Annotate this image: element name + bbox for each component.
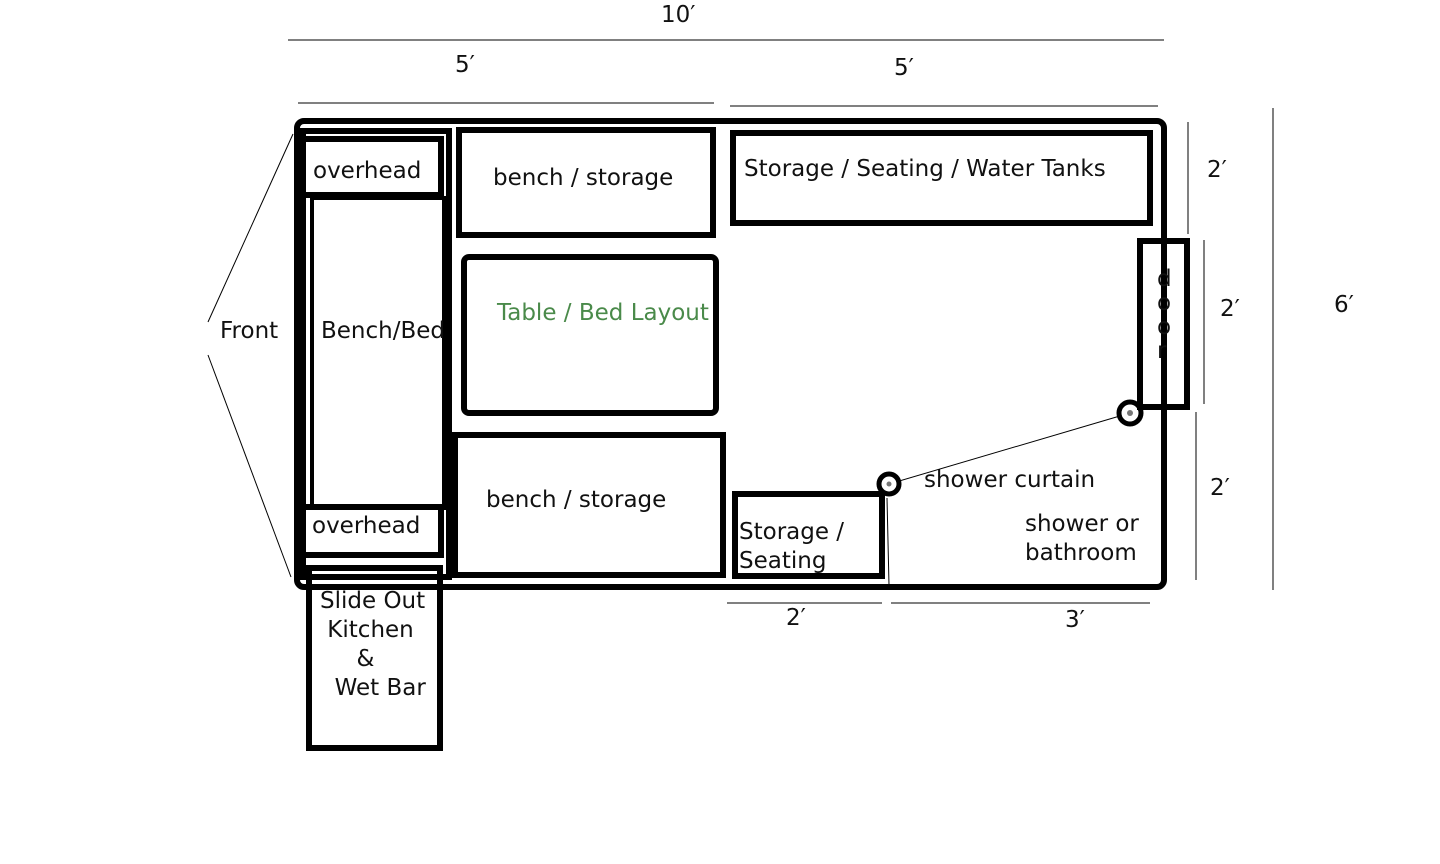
front-taper-bottom [207, 354, 292, 578]
dim-overall-length: 10′ [661, 2, 696, 28]
dim-overall-width: 6′ [1334, 292, 1354, 318]
storage-water-tanks-label: Storage / Seating / Water Tanks [744, 156, 1106, 182]
bench-bed-box [300, 128, 452, 580]
front-taper-top [207, 133, 294, 323]
dim-side-top: 2′ [1207, 157, 1227, 183]
dim-side-mid: 2′ [1220, 296, 1240, 322]
bench-storage-top-box [456, 127, 716, 238]
overhead-bottom-label: overhead [312, 513, 421, 539]
outer-wall [294, 118, 1167, 590]
table-bed-box [461, 254, 719, 416]
bench-storage-bottom-label: bench / storage [486, 487, 667, 513]
table-bed-label: Table / Bed Layout [497, 300, 709, 326]
curtain-anchor-left-dot [886, 481, 892, 487]
shower-bathroom-label: shower or bathroom [1025, 511, 1139, 566]
storage-seating-label: Storage / Seating [739, 519, 845, 574]
dim-rear-half: 5′ [894, 55, 914, 81]
bench-bed-inner-box [310, 196, 446, 510]
bench-bed-label: Bench/Bed [321, 318, 446, 344]
dim-front-half: 5′ [455, 52, 475, 78]
dim-bottom-right: 3′ [1065, 607, 1085, 633]
bench-storage-bottom-box [452, 432, 726, 578]
bench-storage-top-label: bench / storage [493, 165, 674, 191]
overhead-top-label: overhead [313, 158, 422, 184]
storage-seating-box [732, 491, 885, 579]
storage-water-tanks-box [730, 130, 1153, 226]
shower-curtain-rod [888, 412, 1131, 485]
slide-out-kitchen-box [306, 565, 443, 751]
shower-curtain-label: shower curtain [924, 467, 1096, 493]
dim-bottom-left: 2′ [786, 605, 806, 631]
curtain-anchor-right-dot [1127, 410, 1133, 416]
door-box[interactable] [1137, 238, 1190, 410]
door-label: d o o r [1157, 266, 1172, 364]
overhead-bottom-box [300, 504, 444, 558]
shower-partition [886, 497, 890, 586]
dim-side-bottom: 2′ [1210, 475, 1230, 501]
overhead-top-box [300, 136, 444, 198]
front-label: Front [220, 318, 279, 344]
kitchen-label: Slide Out Kitchen & Wet Bar [320, 588, 426, 701]
